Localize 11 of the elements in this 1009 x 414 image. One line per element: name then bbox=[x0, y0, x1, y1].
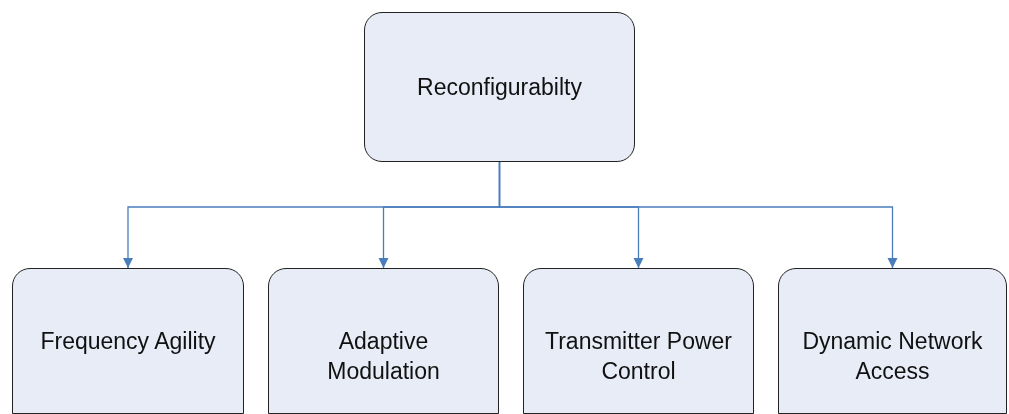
node-label: Adaptive Modulation bbox=[326, 327, 441, 386]
node-label: Dynamic Network Access bbox=[801, 327, 984, 386]
process-box bbox=[12, 268, 244, 414]
node-label: Transmitter Power Control bbox=[544, 327, 733, 386]
process-box bbox=[364, 12, 635, 162]
process-box bbox=[523, 268, 754, 414]
connector-arrow bbox=[498, 161, 898, 269]
process-box bbox=[268, 268, 499, 414]
node-label: Reconfigurabilty bbox=[416, 73, 583, 102]
node-label: Frequency Agility bbox=[39, 327, 217, 356]
process-box bbox=[778, 268, 1007, 414]
